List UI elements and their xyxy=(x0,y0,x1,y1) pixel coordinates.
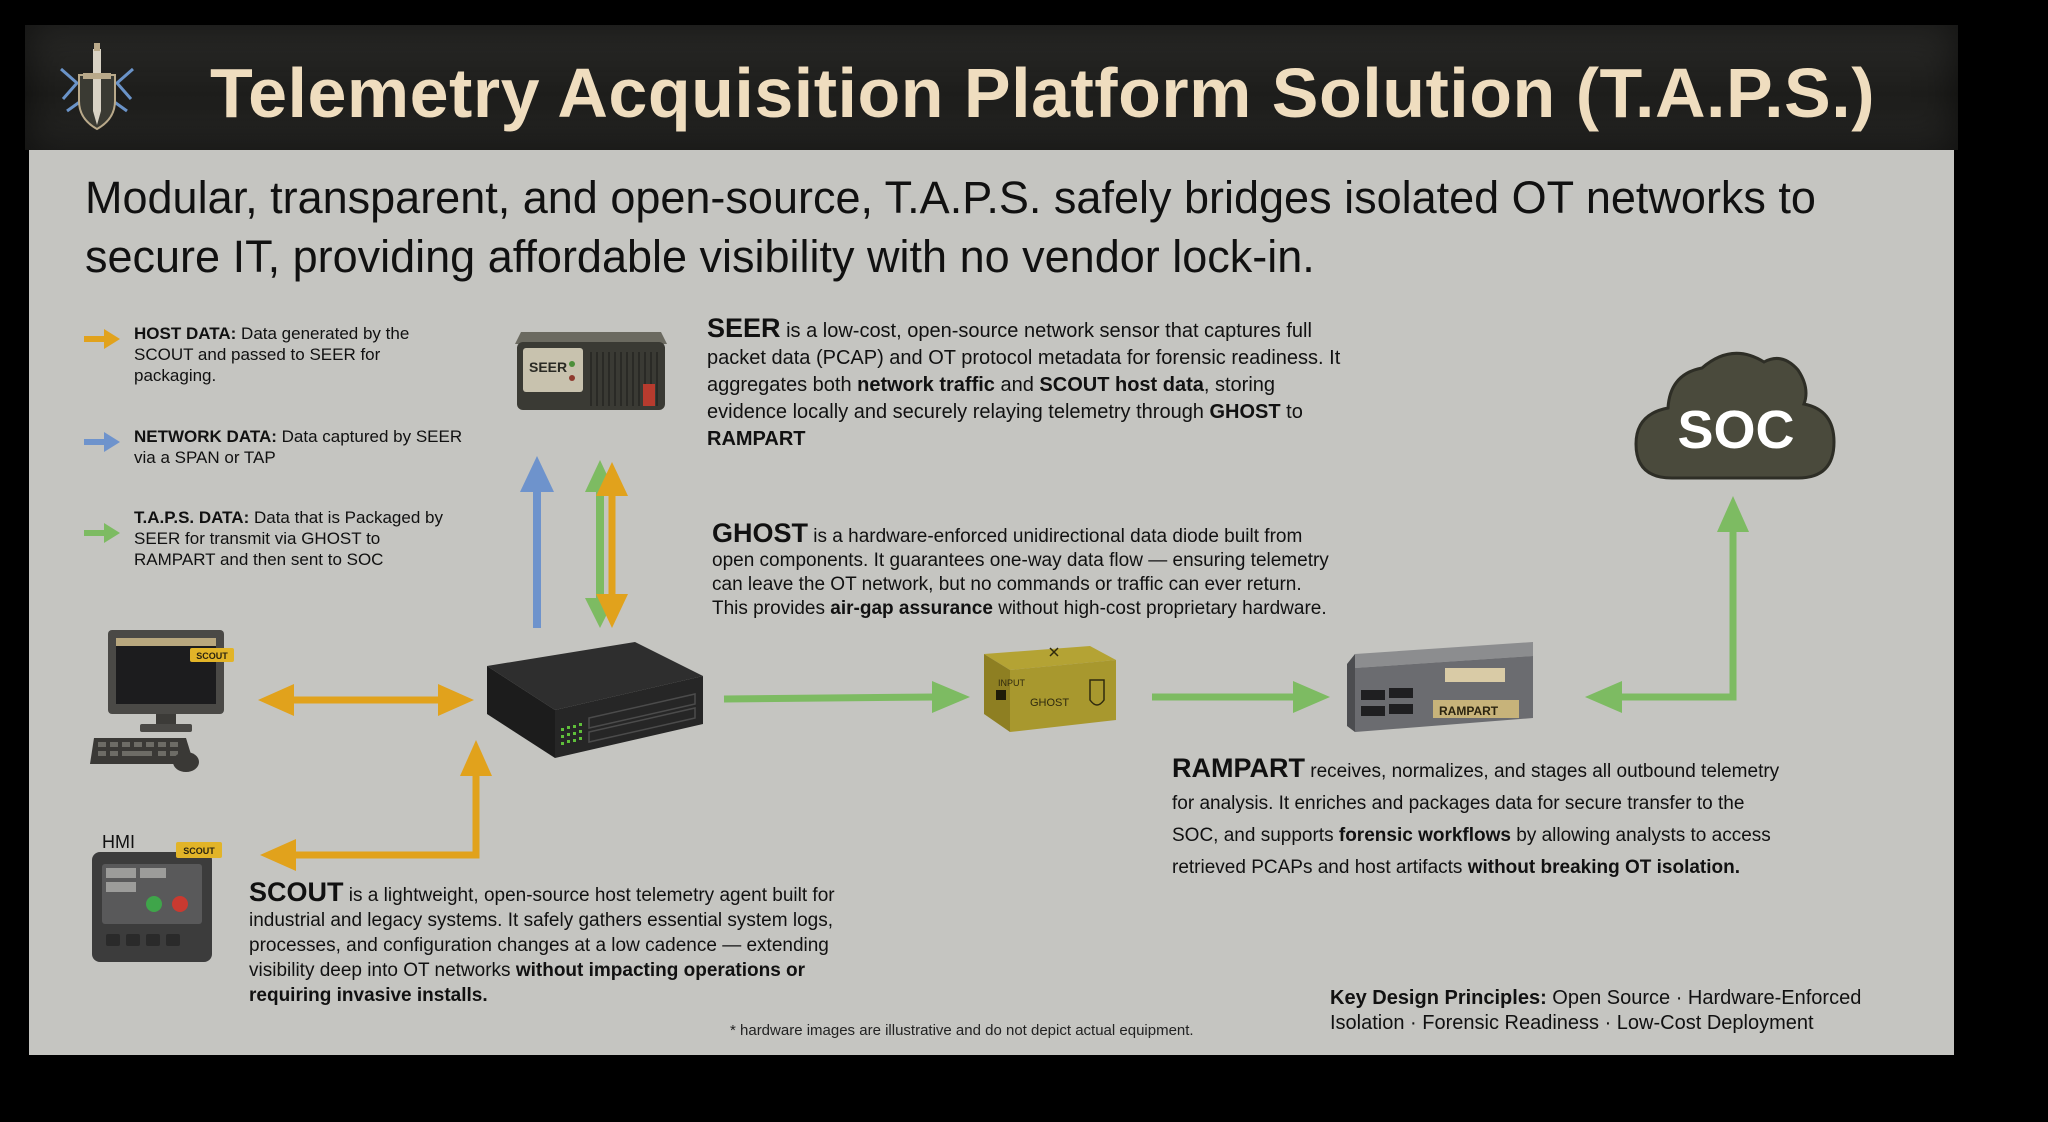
workstation-computer-device: SCOUT xyxy=(90,630,234,772)
header-banner: Telemetry Acquisition Platform Solution … xyxy=(25,25,1958,150)
arrow-right-icon xyxy=(84,523,120,543)
taps-data-arrow-ghost-rampart xyxy=(1152,681,1330,713)
key-design-principles: Key Design Principles: Open Source · Har… xyxy=(1330,987,1862,1034)
soc-label: SOC xyxy=(1677,400,1794,460)
sword-shield-icon xyxy=(60,43,134,131)
seer-device-label: SEER xyxy=(529,359,567,375)
scout-description: SCOUT is a lightweight, open-source host… xyxy=(249,877,835,1007)
ghost-diode-device: INPUT GHOST xyxy=(984,646,1116,732)
hmi-panel-device: SCOUT xyxy=(92,842,222,962)
rampart-device-label: RAMPART xyxy=(1439,704,1499,718)
host-data-arrow-hmi-switch xyxy=(260,740,492,871)
legend-item-taps-data: T.A.P.S. DATA: Data that is Packaged by … xyxy=(82,507,462,569)
content-panel xyxy=(29,150,1954,1055)
seer-sensor-device: SEER xyxy=(515,332,667,410)
legend-text: NETWORK DATA: Data captured by SEER via … xyxy=(134,427,463,467)
taps-data-arrow-rampart-soc xyxy=(1585,496,1749,713)
page-title: Telemetry Acquisition Platform Solution … xyxy=(210,54,1876,132)
ghost-device-label: GHOST xyxy=(1030,697,1069,709)
host-data-arrow-workstation-switch xyxy=(258,684,474,716)
subtitle: Modular, transparent, and open-source, T… xyxy=(85,172,1816,282)
scout-tag: SCOUT xyxy=(183,846,215,856)
cloud-icon: SOC xyxy=(1634,351,1836,480)
footnote: * hardware images are illustrative and d… xyxy=(730,1022,1194,1039)
ghost-input-label: INPUT xyxy=(998,678,1026,688)
arrow-right-icon xyxy=(84,329,120,349)
scout-tag: SCOUT xyxy=(196,651,228,661)
arrow-right-icon xyxy=(84,432,120,452)
host-data-arrow-switch-seer xyxy=(596,462,628,628)
legend-text: T.A.P.S. DATA: Data that is Packaged by … xyxy=(134,508,443,569)
legend-item-network-data: NETWORK DATA: Data captured by SEER via … xyxy=(82,426,462,476)
seer-description: SEER is a low-cost, open-source network … xyxy=(707,313,1341,451)
rampart-description: RAMPART receives, normalizes, and stages… xyxy=(1172,753,1780,878)
legend-text: HOST DATA: Data generated by the SCOUT a… xyxy=(134,324,410,385)
legend-item-host-data: HOST DATA: Data generated by the SCOUT a… xyxy=(82,323,462,385)
taps-data-arrow-switch-ghost xyxy=(723,681,970,713)
network-data-arrow xyxy=(520,456,554,628)
hmi-label: HMI xyxy=(102,832,135,852)
network-switch-device xyxy=(487,642,703,758)
rampart-server-device: RAMPART xyxy=(1347,642,1533,732)
ghost-description: GHOST is a hardware-enforced unidirectio… xyxy=(712,518,1329,620)
